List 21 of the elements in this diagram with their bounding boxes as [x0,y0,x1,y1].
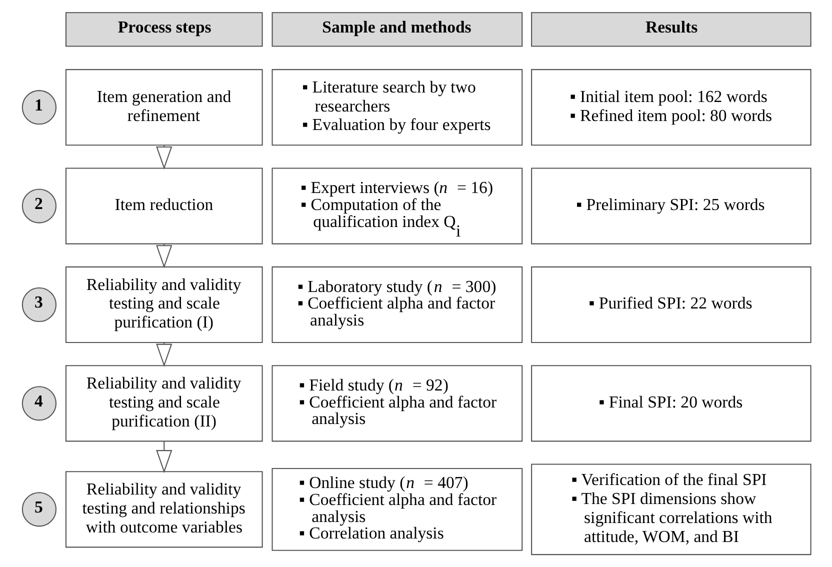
node-circle: 4 [21,386,56,421]
node-box: ▪ Field study (n = 92) ▪ Coefficient alpha and factor analysis [271,365,522,442]
node-box: Reliability and validity testing and scale purification (II) [64,365,262,442]
node-box: ▪ Laboratory study (n = 300) ▪ Coefficient alpha and factor analysis [271,266,522,344]
node-box: Item reduction [64,168,262,244]
node-box: ▪ Online study (n = 407) ▪ Coefficient alpha and factor analysis ▪ Correlation analysis [271,468,522,551]
node-circle: 3 [21,287,56,322]
node-box: Sample and methods [271,12,522,47]
node-circle: 1 [21,90,56,125]
node-box: ▪ Literature search by two researchers ▪ Evaluation by four experts [271,69,522,146]
node-box: ▪ Preliminary SPI: 25 words [530,168,811,244]
node-box: ▪ Verification of the final SPI ▪ The SPI dimensions show significant correlations with attitude, WOM, and BI [530,464,811,556]
node-box: Reliability and validity testing and relationships with outcome variables [64,471,262,548]
node-box: ▪ Initial item pool: 162 words ▪ Refined item pool: 80 words [530,69,811,146]
node-box: ▪ Final SPI: 20 words [530,365,811,442]
node-circle: 5 [21,492,56,527]
arrow [156,441,172,474]
node-box: Results [530,12,811,47]
node-box: ▪ Purified SPI: 22 words [530,266,811,344]
node-circle: 2 [21,188,56,224]
node-box: Process steps [64,12,262,47]
